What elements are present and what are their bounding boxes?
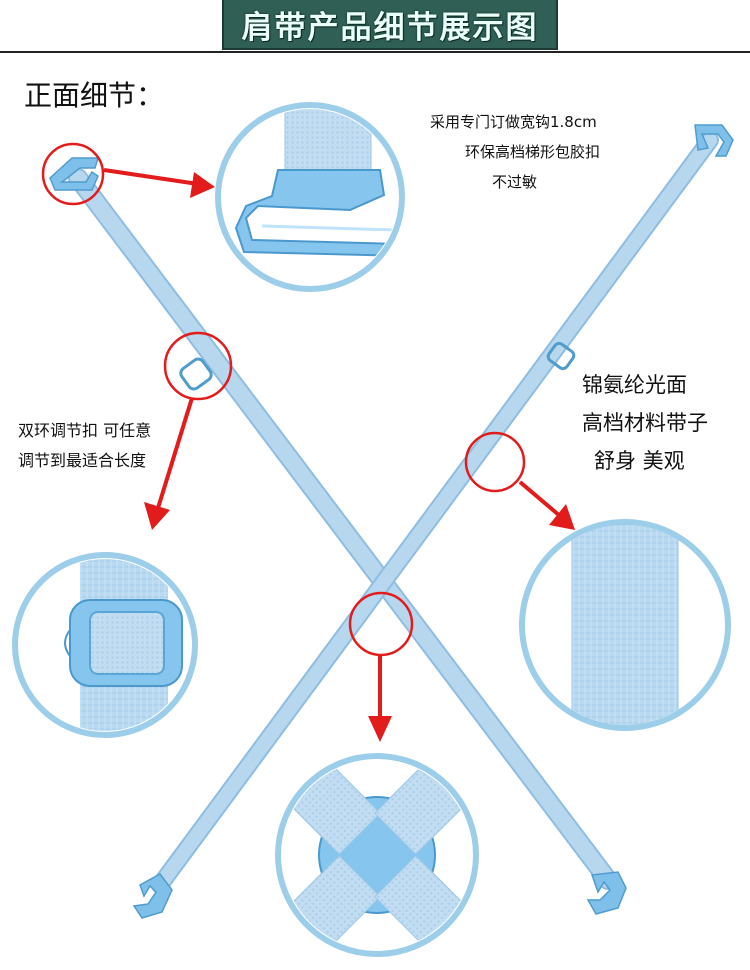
strap-left-diagonal — [68, 168, 618, 890]
material-note-line-1: 锦氨纶光面 — [582, 373, 687, 397]
adjuster-note-line-2: 调节到最适合长度 — [18, 451, 147, 470]
header-rule — [0, 51, 750, 53]
marker-circle-adjuster — [163, 331, 233, 401]
material-note-line-2: 高档材料带子 — [582, 411, 708, 435]
section-heading: 正面细节： — [24, 79, 165, 112]
callout-cross-detail — [275, 753, 479, 957]
hook-note-line-2: 环保高档梯形包胶扣 — [465, 143, 601, 161]
adjuster-note-line-1: 双环调节扣 可任意 — [18, 421, 152, 440]
red-arrow-icon — [103, 168, 215, 198]
header: 肩带产品细节展示图 — [0, 0, 750, 56]
hook-top-right-icon — [694, 124, 734, 157]
material-note-line-3: 舒身 美观 — [594, 449, 685, 473]
marker-circle-material — [464, 431, 526, 493]
page-title: 肩带产品细节展示图 — [241, 9, 539, 46]
hook-bottom-right-icon — [586, 871, 627, 915]
callout-adjuster-detail — [12, 552, 198, 738]
hook-note-line-3: 不过敏 — [492, 173, 538, 191]
callout-material-detail — [519, 519, 731, 731]
hook-bottom-left-icon — [132, 873, 173, 919]
hook-top-left-icon — [49, 157, 100, 191]
strap-right-diagonal — [151, 131, 719, 894]
callout-hook-detail — [215, 102, 405, 292]
hook-note-line-1: 采用专门订做宽钩1.8cm — [430, 113, 597, 131]
title-banner: 肩带产品细节展示图 — [222, 0, 558, 50]
red-arrow-icon — [144, 397, 194, 530]
marker-circle-hook — [41, 142, 105, 206]
adjuster-description: 双环调节扣 可任意 调节到最适合长度 — [18, 416, 151, 476]
slider-adjuster-right-icon — [546, 341, 576, 371]
red-arrow-icon — [368, 654, 392, 742]
slider-adjuster-left-icon — [179, 357, 213, 391]
red-arrow-icon — [518, 480, 575, 530]
hook-description: 采用专门订做宽钩1.8cm 环保高档梯形包胶扣 不过敏 — [0, 108, 750, 208]
material-description: 锦氨纶光面 高档材料带子 舒身 美观 — [582, 366, 708, 480]
